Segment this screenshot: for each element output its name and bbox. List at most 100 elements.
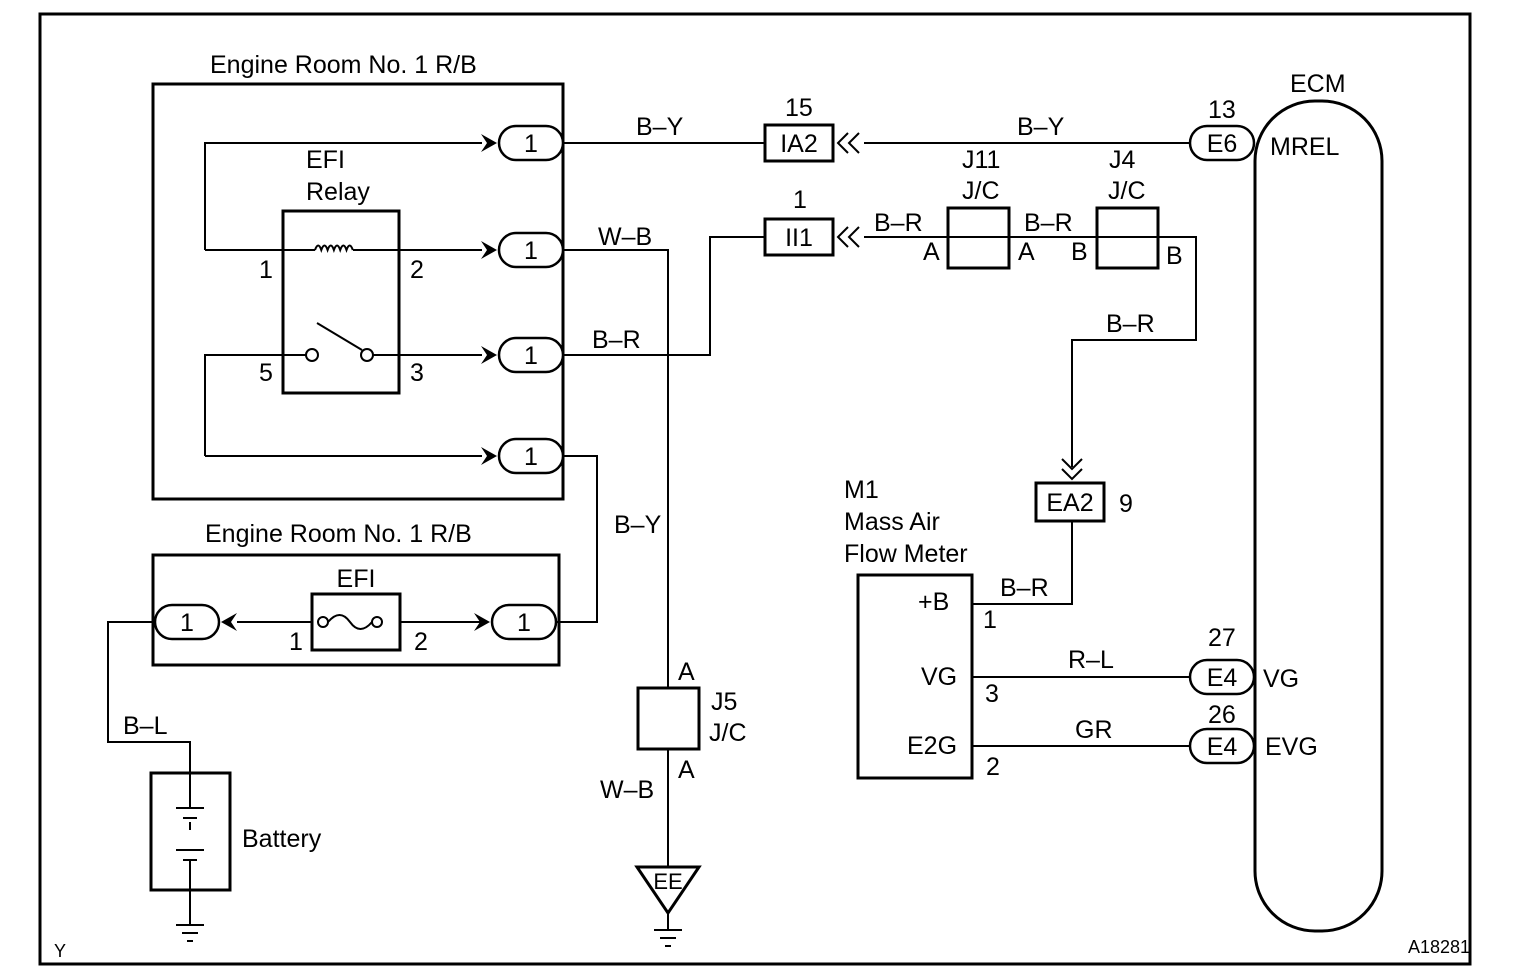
ecm-box: [1253, 99, 1384, 933]
rb-connector-2-label: 1: [524, 237, 538, 265]
e4-evg-label: E4: [1207, 733, 1238, 761]
relay-switch-blade: [316, 322, 363, 351]
rb-chevron-1: [481, 134, 497, 152]
e4-vg-connector: [1188, 658, 1256, 696]
corner-mark: Y: [54, 941, 66, 961]
ee-ground-label: EE: [653, 869, 682, 894]
j11-right-terminal: A: [1018, 238, 1035, 266]
battery-ground: [176, 890, 204, 942]
ea2-chevrons: [1061, 458, 1083, 481]
ii1-connector: [763, 217, 835, 257]
ecm-terminal-evg: EVG: [1265, 733, 1318, 761]
j5-name: J5: [711, 688, 737, 716]
ii1-label: II1: [785, 224, 813, 252]
j4-left-terminal: B: [1071, 238, 1088, 266]
rb-connector-3-label: 1: [524, 342, 538, 370]
fuse-pin-2: 2: [414, 628, 428, 656]
e4-evg-pin: 26: [1208, 701, 1236, 729]
relay-pin-2: 2: [410, 256, 424, 284]
wire-wb: [563, 249, 669, 867]
rb-connector-4-label: 1: [524, 443, 538, 471]
efi-relay-label-line2: Relay: [306, 178, 370, 206]
rb-connector-1-label: 1: [524, 130, 538, 158]
maf-pin-plus-b: 1: [983, 606, 997, 634]
e6-pin: 13: [1208, 96, 1236, 124]
figure-code: A18281: [1408, 937, 1470, 957]
efi-relay-label-line1: EFI: [306, 146, 345, 174]
ecm-terminal-vg: VG: [1263, 665, 1299, 693]
ee-ground-triangle: [634, 865, 702, 916]
ea2-pin: 9: [1119, 490, 1133, 518]
wire-br-ii1-label: B–R: [874, 209, 923, 237]
wire-by-top-left-label: B–Y: [636, 113, 684, 141]
ee-ground-symbol: [654, 913, 682, 947]
wire-wb-bottom-label: W–B: [600, 776, 654, 804]
wire-br-chain: [864, 236, 1197, 467]
maf-label-line1: M1: [844, 476, 879, 504]
wire-br-relay: [563, 236, 765, 356]
wire-by-vertical-label: B–Y: [614, 511, 662, 539]
ea2-connector: [1034, 481, 1106, 523]
wire-br-maf: [972, 521, 1073, 605]
j4-right-terminal: B: [1166, 242, 1183, 270]
ea2-label: EA2: [1046, 489, 1093, 517]
rb-chevron-3: [481, 346, 497, 364]
fb-connector-right-label: 1: [517, 609, 531, 637]
maf-terminal-vg: VG: [921, 663, 957, 691]
battery-label: Battery: [242, 825, 322, 853]
j4-name: J4: [1109, 146, 1136, 174]
j5-top-terminal: A: [678, 658, 695, 686]
ia2-connector: [763, 123, 835, 163]
fuse-terminal-left: [317, 616, 329, 628]
j11-type: J/C: [962, 177, 1000, 205]
j5-bottom-terminal: A: [678, 756, 695, 784]
e4-vg-label: E4: [1207, 664, 1238, 692]
maf-terminal-e2g: E2G: [907, 732, 957, 760]
ecm-label: ECM: [1290, 70, 1346, 98]
relay-wire-top: [204, 142, 482, 250]
wire-wb-top-label: W–B: [598, 223, 652, 251]
fuse-block-box: [151, 553, 561, 667]
relay-pin-5: 5: [259, 359, 273, 387]
e6-connector: [1188, 124, 1256, 162]
j11-left-terminal: A: [923, 238, 940, 266]
ia2-label: IA2: [780, 130, 818, 158]
fuse-terminal-right: [371, 616, 383, 628]
relay-contact-left: [305, 348, 319, 362]
ii1-pin: 1: [793, 186, 807, 214]
fb-connector-left-label: 1: [180, 609, 194, 637]
relay-pin-3: 3: [410, 359, 424, 387]
j4-type: J/C: [1108, 177, 1146, 205]
wire-br-relay-label: B–R: [592, 326, 641, 354]
ecm-terminal-mrel: MREL: [1270, 133, 1340, 161]
relay-coil-symbol: [314, 244, 354, 254]
wire-by-top-right-label: B–Y: [1017, 113, 1065, 141]
maf-label-line2: Mass Air: [844, 508, 940, 536]
fuse-block-title: Engine Room No. 1 R/B: [205, 520, 472, 548]
diagram-frame: [38, 12, 1472, 966]
wire-br-maf-label: B–R: [1000, 574, 1049, 602]
ii1-chevrons: [836, 226, 860, 248]
j11-name: J11: [962, 146, 1000, 174]
fuse-link: [327, 614, 373, 630]
maf-terminal-plus-b: +B: [918, 588, 949, 616]
ia2-pin: 15: [785, 94, 813, 122]
efi-relay-box: [281, 209, 401, 395]
wire-gr-label: GR: [1075, 716, 1113, 744]
e4-vg-pin: 27: [1208, 624, 1236, 652]
e4-evg-connector: [1188, 727, 1256, 765]
wire-bl-label: B–L: [123, 712, 168, 740]
relay-block-box: [151, 82, 565, 501]
maf-label-line3: Flow Meter: [844, 540, 968, 568]
wire-rl-label: R–L: [1068, 646, 1114, 674]
ia2-chevrons: [836, 132, 860, 154]
rb-chevron-2: [481, 241, 497, 259]
maf-pin-vg: 3: [985, 680, 999, 708]
relay-pin-1: 1: [259, 256, 273, 284]
efi-fuse-label: EFI: [337, 565, 376, 593]
efi-fuse-box: [310, 592, 402, 652]
fb-chevron-left: [221, 613, 237, 631]
relay-switch-wire: [204, 354, 482, 457]
e6-label: E6: [1207, 130, 1238, 158]
